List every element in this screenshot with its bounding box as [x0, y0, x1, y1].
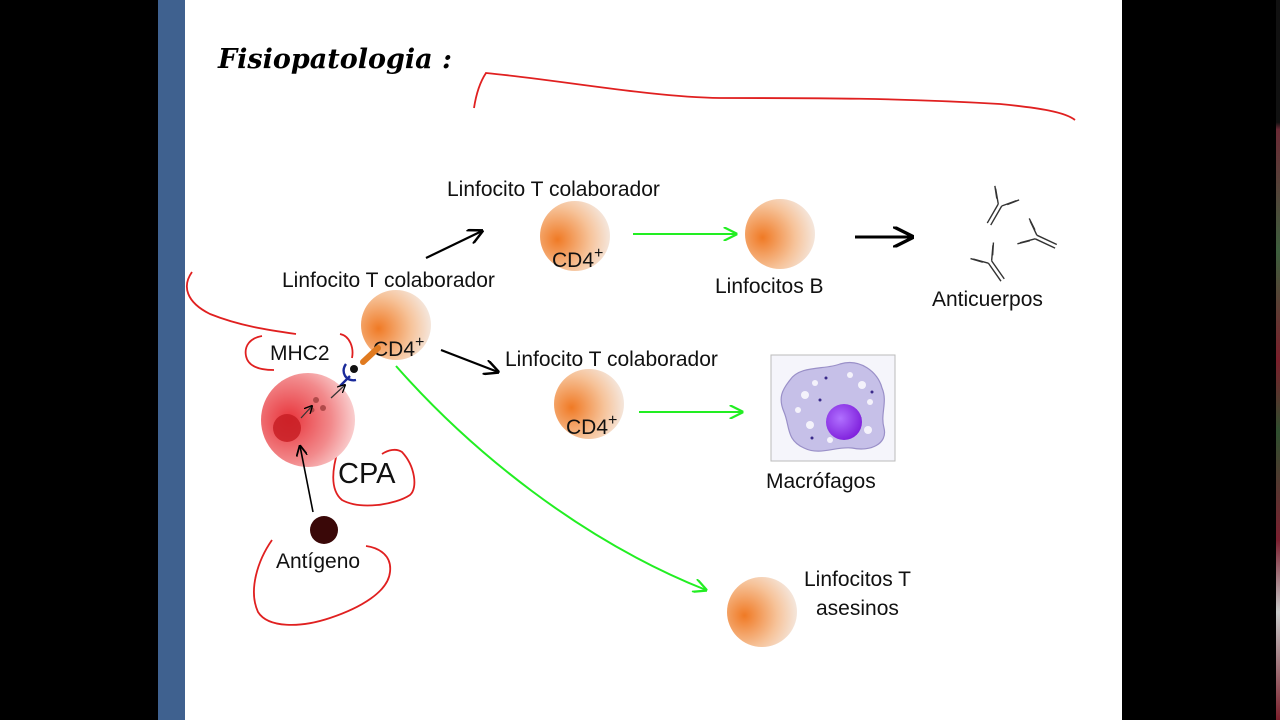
macrophage-vacuoles — [795, 372, 873, 443]
slide-canvas — [185, 0, 1122, 720]
cpa-to-mhc2-arrow — [330, 385, 345, 399]
label-linfocito-t-colaborador-top: Linfocito T colaborador — [447, 178, 660, 201]
annotation-mhc2-box — [244, 333, 354, 371]
antigen-particle — [310, 516, 338, 544]
label-cpa: CPA — [338, 458, 396, 490]
peptide-dot — [350, 365, 358, 373]
black-arrow-to-mid-helper — [440, 348, 498, 372]
slide-title: Fisiopatologia : — [217, 44, 452, 75]
label-linfocito-t-colaborador-center: Linfocito T colaborador — [282, 269, 495, 292]
cell-cd4-mid — [554, 369, 624, 439]
label-cd4-top: CD4+ — [552, 245, 603, 272]
label-linfocitos-t-line2: asesinos — [816, 597, 899, 620]
cell-linfocitos-b — [745, 199, 815, 269]
annotation-antigeno-circle — [253, 539, 392, 626]
cpa-inner-arrow — [300, 406, 312, 419]
slide-sidebar-bar — [158, 0, 185, 720]
black-arrow-antigen-to-cpa — [300, 446, 314, 513]
cell-linfocitos-t-asesinos — [727, 577, 797, 647]
cpa-nucleus — [273, 414, 301, 442]
label-cd4-mid: CD4+ — [566, 412, 617, 439]
label-antigeno: Antígeno — [276, 550, 360, 573]
annotation-cpa-circle — [332, 448, 416, 507]
tcr-receptor — [360, 345, 381, 365]
cpa-vesicle-1 — [313, 397, 319, 403]
cell-cd4-top — [540, 201, 610, 271]
cpa-vesicle-2 — [320, 405, 326, 411]
label-macrofagos: Macrófagos — [766, 470, 876, 493]
label-cd4-center: CD4+ — [373, 334, 424, 361]
macrophage-nucleus — [826, 404, 862, 440]
cell-cd4-center — [361, 290, 431, 360]
label-anticuerpos: Anticuerpos — [932, 288, 1043, 311]
label-linfocitos-b: Linfocitos B — [715, 275, 824, 298]
green-arrow-to-t-asesinos — [395, 365, 706, 590]
black-arrow-to-top-helper — [425, 231, 482, 259]
annotation-top-bracket — [473, 72, 1076, 121]
cell-cpa — [261, 373, 355, 467]
label-linfocitos-t-line1: Linfocitos T — [804, 568, 911, 591]
label-linfocito-t-colaborador-mid: Linfocito T colaborador — [505, 348, 718, 371]
antibodies-icon — [970, 185, 1058, 282]
label-mhc2: MHC2 — [270, 342, 330, 365]
macrophage-cell — [780, 362, 886, 452]
annotation-left-curve — [186, 271, 297, 335]
right-edge-strip — [1276, 0, 1280, 720]
